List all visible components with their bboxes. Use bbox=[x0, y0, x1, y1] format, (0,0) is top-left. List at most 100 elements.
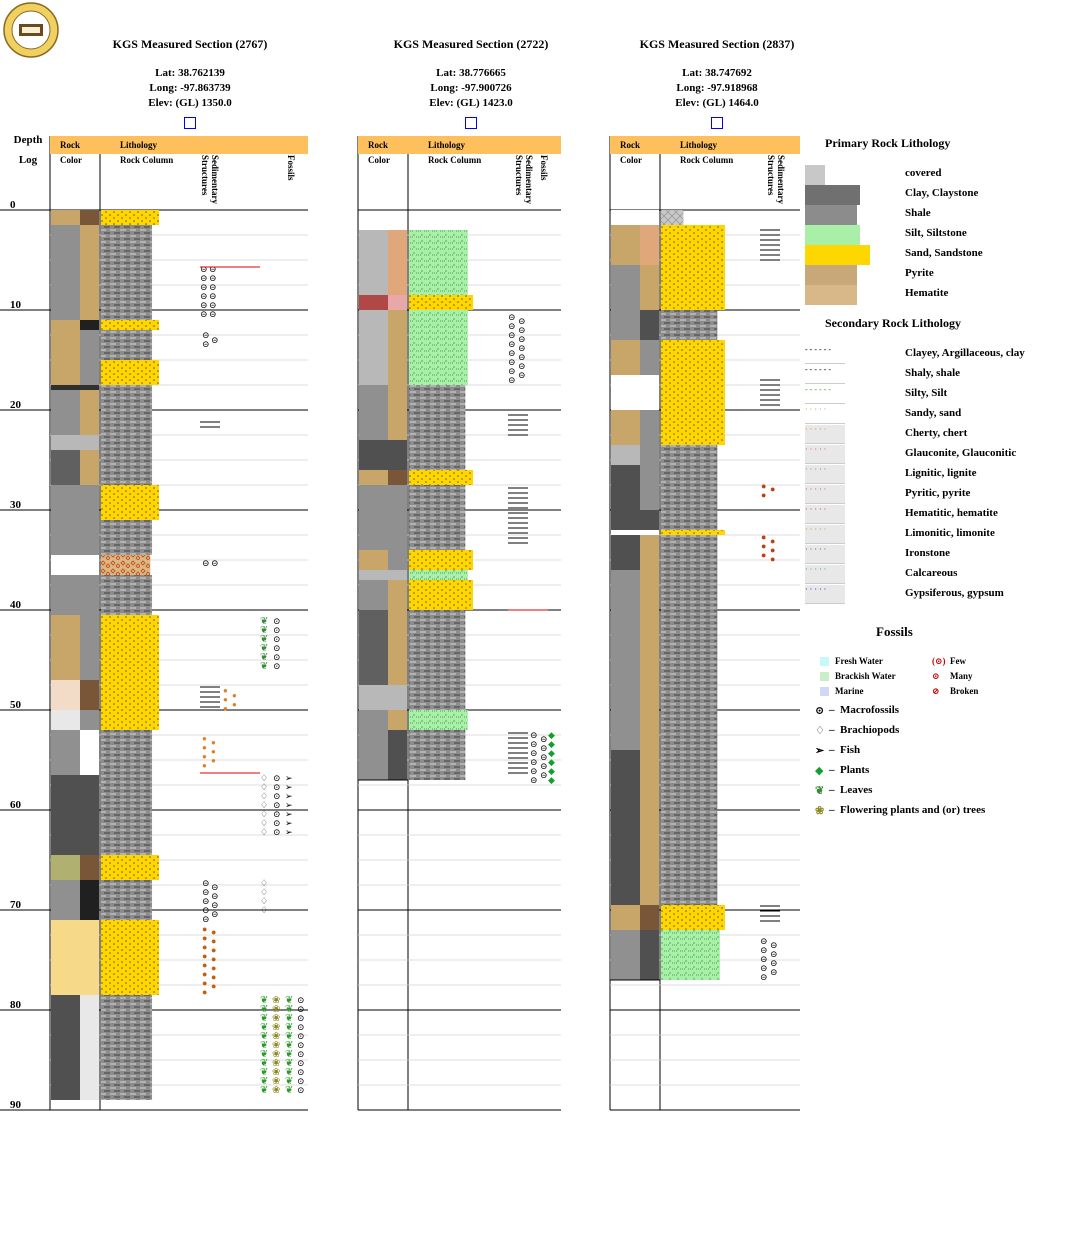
lithology-bed-shale bbox=[661, 445, 718, 465]
rock-color-swatch bbox=[80, 575, 99, 615]
measured-sections-canvas: 0102030405060708090«««⊙«««⊙«««⊝⊝⊝⊝⊝⊝⊝⊝⊝⊝… bbox=[0, 136, 800, 1111]
fossil-symbol-icon: ❦ bbox=[260, 1085, 268, 1096]
fossil-symbol-icon: ❦ bbox=[260, 634, 268, 645]
legend-secondary-swatch: · · · · · bbox=[805, 505, 845, 524]
fossil-symbol-icon: ⊝ bbox=[200, 309, 208, 319]
fossil-symbol-icon: ⊝ bbox=[211, 900, 219, 910]
legend-primary-swatch bbox=[805, 225, 860, 245]
fossil-symbol-icon: ⊙ bbox=[273, 782, 281, 792]
fossil-symbol-icon: ❦ bbox=[260, 1058, 268, 1069]
legend-primary-label: Sand, Sandstone bbox=[905, 247, 983, 259]
fossil-symbol-icon: ⊝ bbox=[211, 558, 219, 568]
fossil-symbol-icon: ● bbox=[202, 978, 207, 988]
depth-tick-label: 10 bbox=[10, 299, 22, 311]
section-link-box[interactable] bbox=[184, 117, 196, 129]
fossil-symbol-icon: ● bbox=[202, 734, 207, 743]
rock-color-swatch bbox=[80, 385, 99, 390]
section-title: KGS Measured Section (2722) bbox=[393, 37, 549, 51]
fossil-symbol-icon: ⊙ bbox=[273, 773, 281, 783]
lithology-bed-pyrite bbox=[101, 555, 151, 575]
section-link-box[interactable] bbox=[711, 117, 723, 129]
fossil-symbol-icon: ♢ bbox=[260, 791, 268, 801]
legend-secondary-label: Hematitic, hematite bbox=[905, 507, 998, 519]
rock-column-header: Rock Column bbox=[680, 155, 734, 165]
lithology-bed-silt bbox=[409, 570, 468, 580]
rock-color-swatch bbox=[80, 615, 99, 680]
fossil-symbol-icon: ⊙ bbox=[297, 995, 305, 1005]
rock-color-swatch bbox=[611, 340, 640, 375]
fossil-symbol-icon: ⊝ bbox=[200, 264, 208, 274]
fossil-symbol-icon: ⊝ bbox=[209, 300, 217, 310]
legend-secondary-label: Ironstone bbox=[905, 547, 951, 559]
lithology-bed-sand bbox=[409, 550, 473, 570]
fossil-symbol-icon: ⊝ bbox=[518, 343, 526, 353]
lithology-bed-sand bbox=[101, 680, 159, 710]
lithology-bed-shale bbox=[101, 775, 153, 855]
fossil-symbol-icon: ❦ bbox=[285, 1013, 293, 1024]
fossil-symbol-icon: ● bbox=[761, 490, 766, 500]
fossil-symbol-icon: ◆ bbox=[548, 775, 555, 785]
rock-color-swatch bbox=[640, 510, 659, 530]
legend-primary-label: covered bbox=[905, 167, 942, 179]
fossil-symbol-icon: ❦ bbox=[260, 1049, 268, 1060]
lithology-bed-shale bbox=[409, 485, 466, 550]
lithology-bed-sand bbox=[101, 360, 159, 385]
rock-color-swatch bbox=[611, 750, 640, 905]
rock-color-swatch bbox=[359, 580, 388, 610]
legend-abundance-label: Few bbox=[950, 656, 966, 666]
rock-color-swatch bbox=[51, 575, 80, 615]
lithology-bed-shale bbox=[101, 385, 153, 390]
legend-secondary-swatch: - - - - - - bbox=[805, 345, 845, 364]
fossil-symbol-icon: ⊝ bbox=[540, 743, 548, 753]
lithology-bed-sand bbox=[661, 225, 725, 265]
rock-color-swatch bbox=[388, 230, 407, 295]
fossil-symbol-icon: ⊝ bbox=[770, 967, 778, 977]
lithology-bed-shale bbox=[101, 520, 153, 555]
fossil-symbol-icon: ⊝ bbox=[209, 273, 217, 283]
rock-color-swatch bbox=[640, 750, 659, 905]
legend-secondary-swatch: · · · · · bbox=[805, 545, 845, 564]
lithology-bed-silt bbox=[409, 710, 468, 730]
section-link-box[interactable] bbox=[465, 117, 477, 129]
rock-color-swatch bbox=[640, 570, 659, 750]
fossil-symbol-icon: ⊝ bbox=[540, 761, 548, 771]
fossil-symbol-icon: ⊝ bbox=[200, 282, 208, 292]
rock-color-swatch bbox=[359, 440, 388, 470]
lithology-bed-shale bbox=[409, 385, 466, 440]
rock-color-swatch bbox=[51, 995, 80, 1100]
fossil-symbol-icon: ⊝ bbox=[508, 366, 516, 376]
section-long: Long: -97.863739 bbox=[149, 82, 231, 94]
section-long: Long: -97.918968 bbox=[676, 82, 758, 94]
rock-color-swatch bbox=[51, 330, 80, 360]
lithology-bed-sand bbox=[101, 210, 159, 225]
rock-color-swatch bbox=[611, 210, 640, 225]
rock-color-swatch bbox=[80, 210, 99, 225]
fossil-symbol-icon: ● bbox=[211, 954, 216, 964]
fossil-symbol-icon: ⊝ bbox=[209, 309, 217, 319]
legend-fossil-type-label: Fish bbox=[840, 744, 861, 756]
fossil-symbol-icon: ❦ bbox=[260, 995, 268, 1006]
fossil-symbol-icon: ❀ bbox=[272, 1067, 280, 1078]
fossil-symbol-icon: ❦ bbox=[260, 1013, 268, 1024]
fossil-symbol-icon: ❦ bbox=[285, 1040, 293, 1051]
fossil-symbol-icon: ● bbox=[223, 704, 228, 713]
fossil-symbol-icon: ⊙ bbox=[273, 818, 281, 828]
fossil-symbol-icon: ⊝ bbox=[770, 940, 778, 950]
rock-color-swatch bbox=[640, 310, 659, 340]
rock-color-swatch bbox=[640, 265, 659, 310]
rock-color-swatch bbox=[80, 450, 99, 485]
lithology-bed-shale bbox=[101, 330, 153, 360]
legend-secondary-swatch: · · · · · bbox=[805, 565, 845, 584]
fossil-symbol-icon: ⊝ bbox=[508, 348, 516, 358]
fossil-symbol-icon: ● bbox=[770, 545, 775, 555]
lithology-bed-silt bbox=[409, 310, 468, 385]
legend-fossil-type-icon: ➢ bbox=[815, 745, 825, 757]
rock-color-swatch bbox=[80, 855, 99, 880]
fossil-symbol-icon: ⊝ bbox=[770, 958, 778, 968]
fossil-symbol-icon: ⊝ bbox=[760, 972, 768, 982]
fossil-symbol-icon: ● bbox=[211, 972, 216, 982]
fossil-symbol-icon: ⊝ bbox=[200, 273, 208, 283]
fossil-symbol-icon: ❦ bbox=[260, 652, 268, 663]
rock-color-swatch bbox=[51, 520, 80, 555]
legend-secondary-swatch: · · · · · bbox=[805, 525, 845, 544]
